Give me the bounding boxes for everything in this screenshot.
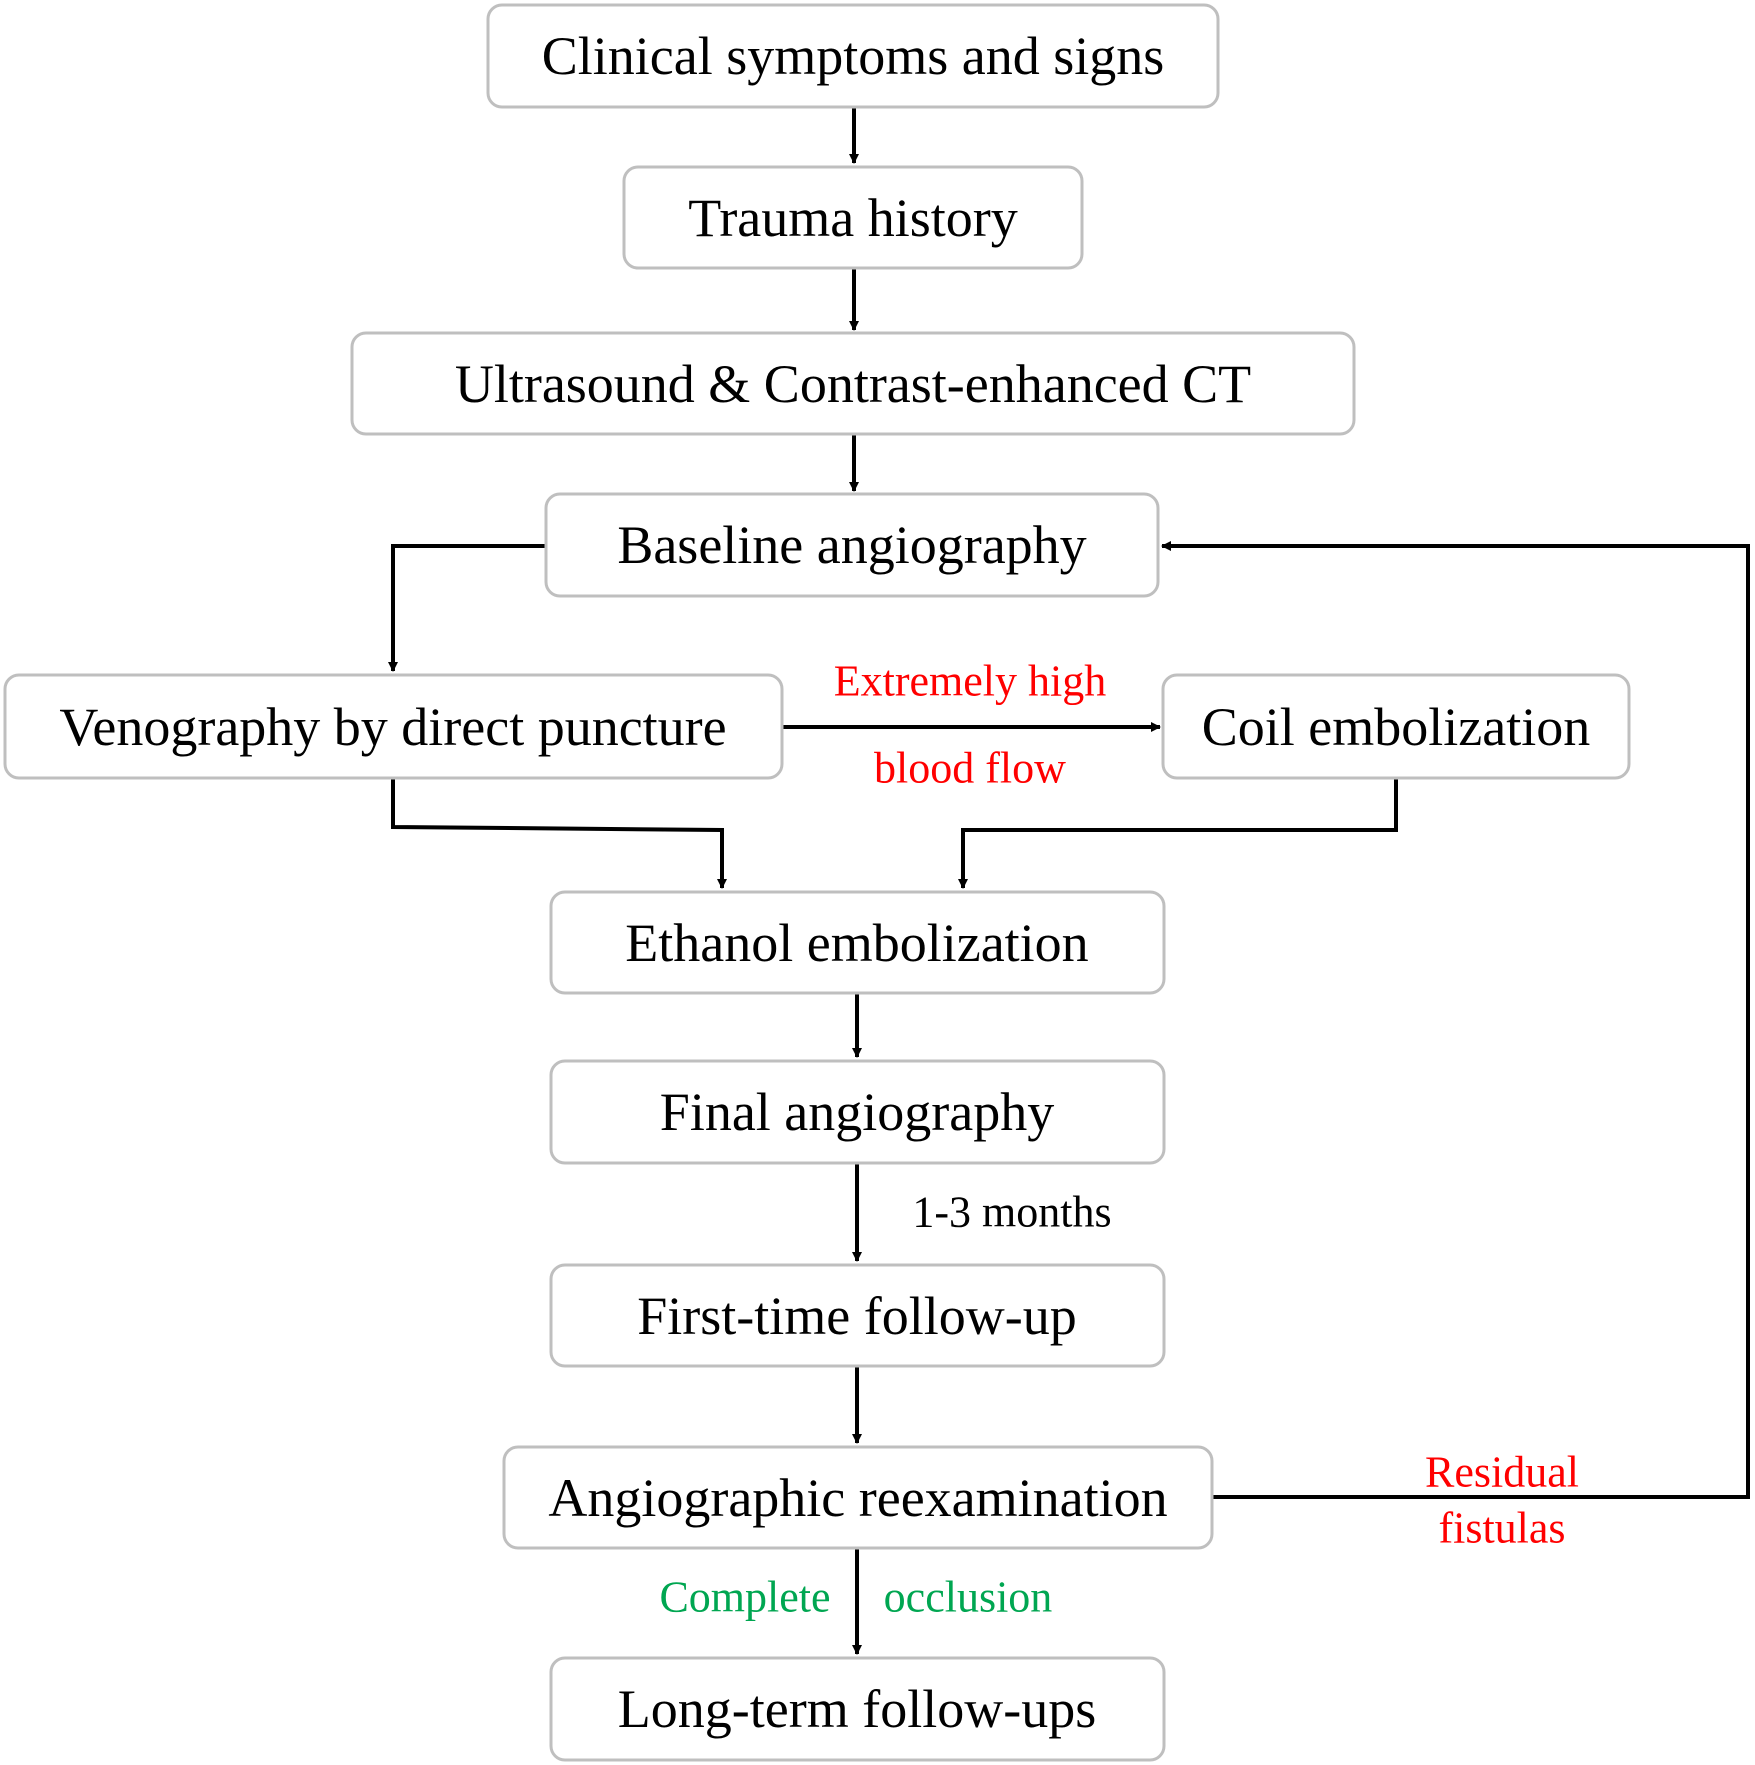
node-trauma-box [622, 165, 1084, 270]
node-reexam-box [502, 1445, 1214, 1550]
node-final: Final angiography [549, 1059, 1166, 1165]
node-imaging-label: Ultrasound & Contrast-enhanced CT [455, 354, 1251, 414]
arrow-coil-to-ethanol [958, 778, 1398, 889]
node-baseline-label: Baseline angiography [617, 515, 1086, 575]
node-final-box [549, 1059, 1166, 1165]
edge-label-interval: 1-3 months [912, 1188, 1111, 1237]
node-first-followup-label: First-time follow-up [637, 1286, 1076, 1346]
edge-label-high-flow-line1: Extremely high [834, 657, 1107, 706]
node-ethanol-label: Ethanol embolization [625, 913, 1088, 973]
node-venography-box [3, 673, 784, 780]
node-coil: Coil embolization [1161, 673, 1631, 780]
node-final-label: Final angiography [660, 1082, 1054, 1142]
node-reexam-label: Angiographic reexamination [548, 1468, 1167, 1528]
node-baseline: Baseline angiography [544, 492, 1160, 598]
connectors [388, 107, 1750, 1655]
node-venography: Venography by direct puncture [3, 673, 784, 780]
node-imaging: Ultrasound & Contrast-enhanced CT [350, 331, 1356, 436]
node-baseline-box [544, 492, 1160, 598]
node-longterm: Long-term follow-ups [549, 1656, 1166, 1762]
edge-label-complete: Complete [659, 1573, 830, 1622]
edge-label-occlusion: occlusion [884, 1573, 1053, 1622]
edge-label-residual-line1: Residual [1425, 1448, 1579, 1497]
node-ethanol-box [549, 890, 1166, 995]
arrow-reexam-to-baseline-loop [1161, 541, 1750, 1499]
node-clinical-box [486, 3, 1220, 109]
arrow-baseline-to-venography [388, 544, 546, 672]
node-clinical: Clinical symptoms and signs [486, 3, 1220, 109]
node-longterm-label: Long-term follow-ups [618, 1679, 1096, 1739]
node-coil-box [1161, 673, 1631, 780]
node-venography-label: Venography by direct puncture [59, 697, 726, 757]
node-coil-label: Coil embolization [1202, 697, 1590, 757]
node-reexam: Angiographic reexamination [502, 1445, 1214, 1550]
node-clinical-label: Clinical symptoms and signs [542, 26, 1165, 86]
node-first-followup-box [549, 1263, 1166, 1368]
edge-label-residual-line2: fistulas [1438, 1504, 1565, 1553]
node-trauma: Trauma history [622, 165, 1084, 270]
edge-label-high-flow-line2: blood flow [874, 744, 1066, 793]
arrow-venography-to-ethanol [391, 778, 727, 889]
node-trauma-label: Trauma history [688, 188, 1018, 248]
node-imaging-box [350, 331, 1356, 436]
node-ethanol: Ethanol embolization [549, 890, 1166, 995]
node-longterm-box [549, 1656, 1166, 1762]
node-first-followup: First-time follow-up [549, 1263, 1166, 1368]
